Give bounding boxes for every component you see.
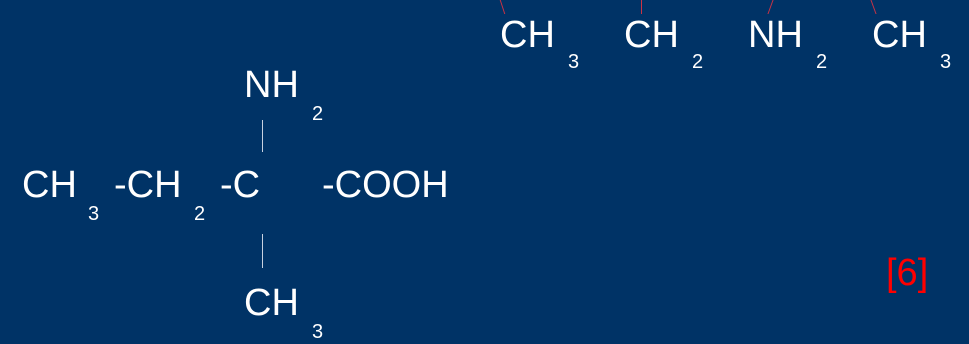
bond-down — [262, 234, 263, 268]
carboxyl-group: -COOH — [322, 164, 449, 206]
methylene-group: -CH — [114, 164, 182, 206]
fragment-tick — [767, 0, 774, 14]
fragment-ch3-subscript: 3 — [568, 51, 580, 73]
methyl-left-subscript: 3 — [88, 203, 100, 225]
fragment-nh2: NH — [748, 14, 803, 56]
central-carbon: -C — [220, 164, 261, 206]
methyl-bottom-subscript: 3 — [312, 321, 324, 343]
reference-marker: [6] — [886, 252, 929, 294]
bond-up — [262, 120, 263, 152]
fragment-ch3: CH — [500, 14, 555, 56]
amino-subscript: 2 — [312, 103, 324, 125]
fragment-tick — [641, 0, 642, 14]
fragment-nh2-subscript: 2 — [816, 51, 828, 73]
fragment-tick — [499, 0, 506, 14]
fragment-ch3-right-subscript: 3 — [940, 51, 952, 73]
methyl-left: CH — [22, 164, 77, 206]
fragment-ch3-right: CH — [872, 14, 927, 56]
fragment-tick — [870, 0, 877, 14]
amino-group: NH — [244, 64, 299, 106]
methylene-subscript: 2 — [194, 203, 206, 225]
fragment-ch2-subscript: 2 — [692, 51, 704, 73]
fragment-ch2: CH — [624, 14, 679, 56]
methyl-bottom: CH — [244, 282, 299, 324]
